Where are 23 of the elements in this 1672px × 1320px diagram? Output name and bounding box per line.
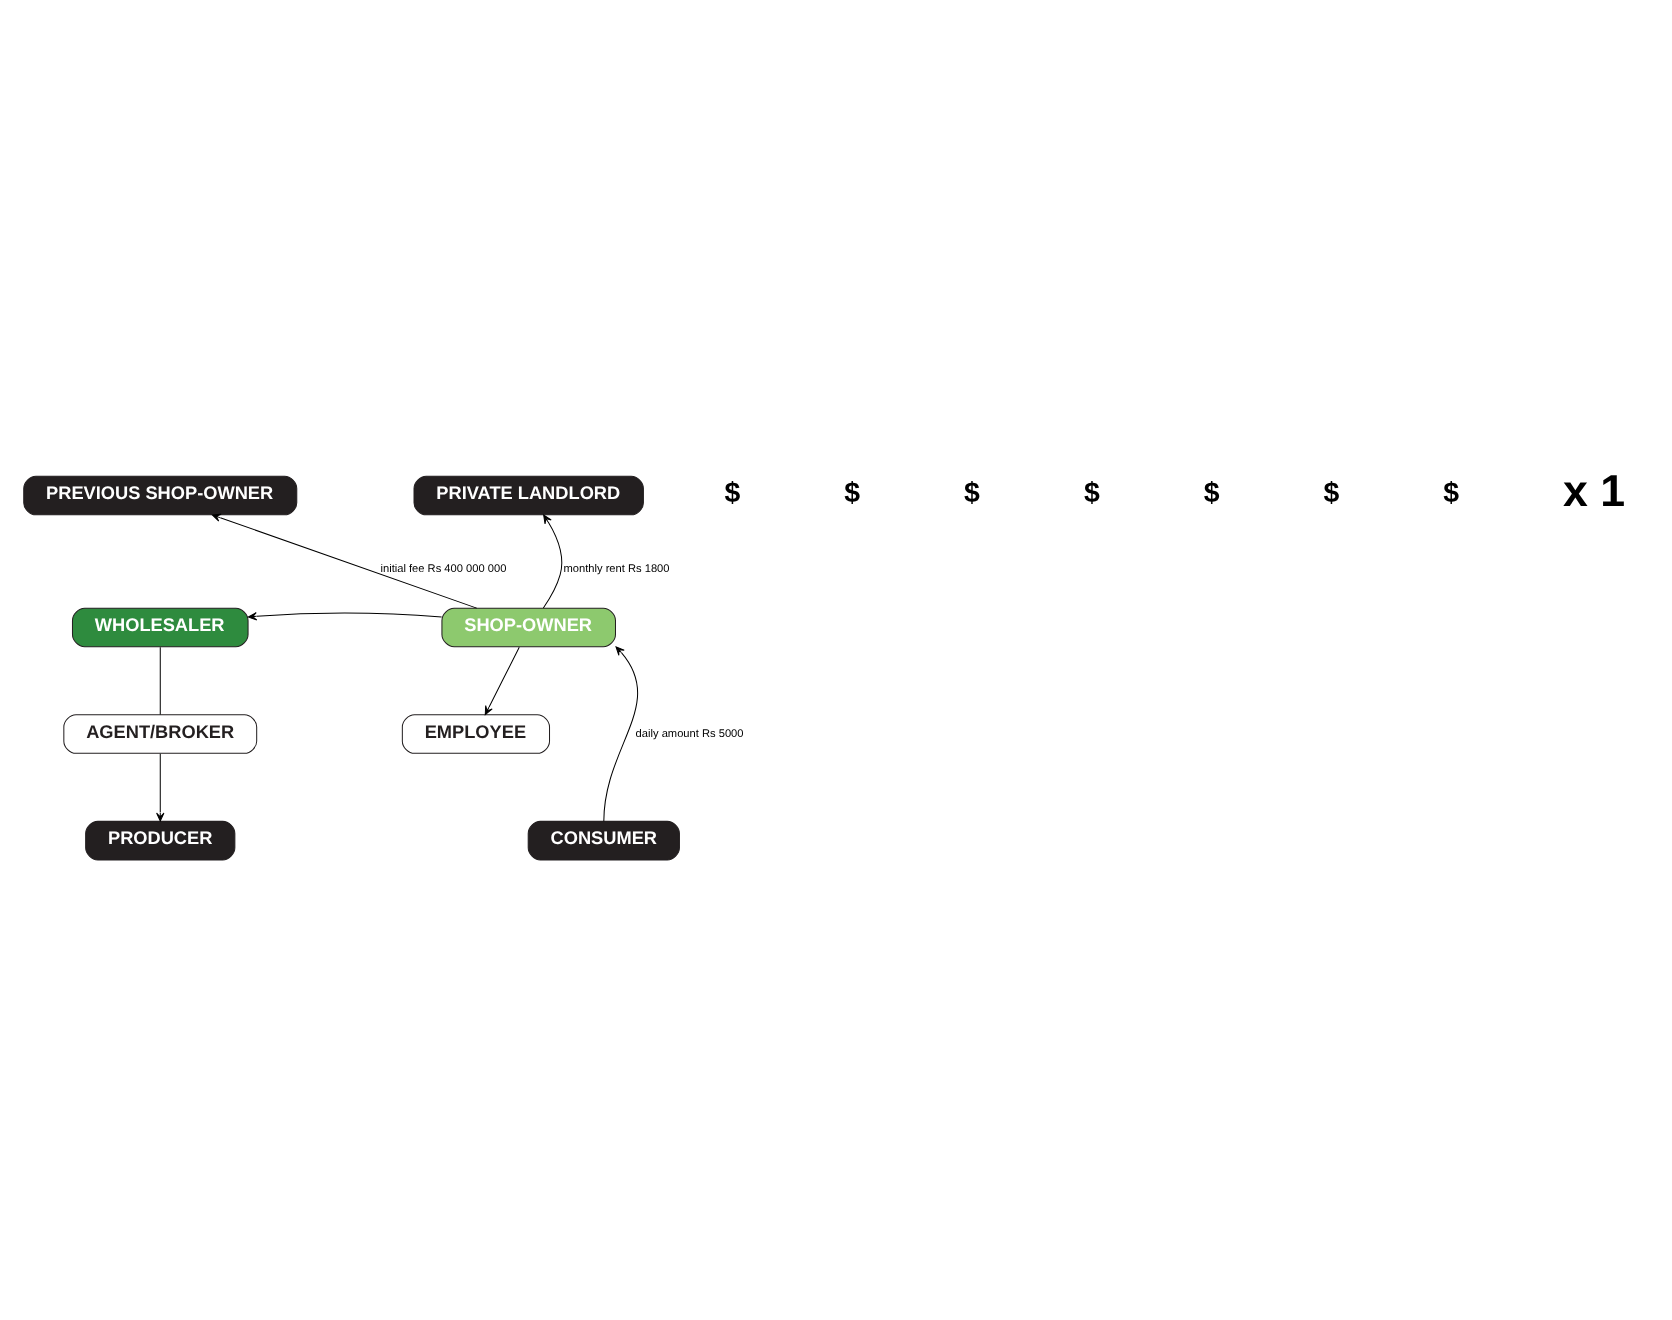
node-box: SHOP-OWNER: [441, 606, 616, 647]
node-box: PRIVATE LANDLORD: [413, 474, 644, 515]
label: $: [964, 476, 980, 509]
connector: [159, 645, 161, 715]
node-box: CONSUMER: [527, 819, 680, 860]
arrow: [542, 513, 563, 608]
node-box: AGENT/BROKER: [63, 713, 258, 753]
label: $: [1203, 476, 1220, 509]
arrow: [211, 512, 478, 608]
label: $: [1323, 476, 1340, 509]
arrow: [603, 645, 639, 821]
node-box: PREVIOUS SHOP-OWNER: [23, 474, 298, 515]
node-box: WHOLESALER: [71, 606, 249, 647]
arrow: [484, 645, 520, 715]
label: $: [844, 476, 861, 509]
label: $: [1083, 476, 1100, 509]
node-box: EMPLOYEE: [401, 713, 551, 753]
arrow: [247, 611, 443, 620]
label: $: [1443, 476, 1460, 509]
label: x 1: [1562, 464, 1626, 515]
node-box: PRODUCER: [85, 819, 236, 860]
label: $: [724, 476, 741, 509]
arrow: [156, 752, 165, 821]
